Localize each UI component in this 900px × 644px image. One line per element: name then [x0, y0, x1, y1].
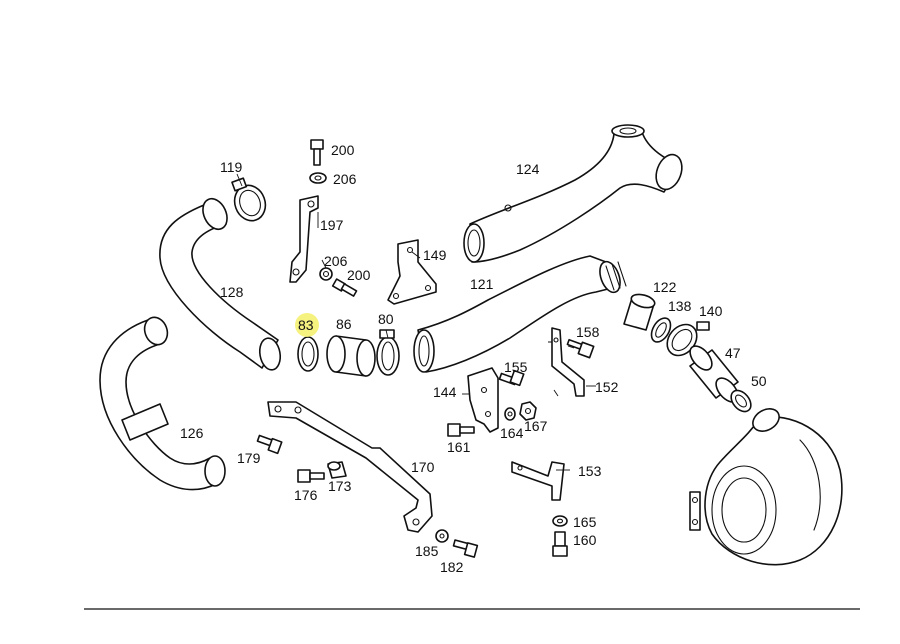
spacer-173[interactable] [327, 461, 347, 479]
label-47[interactable]: 47 [725, 345, 741, 361]
label-119[interactable]: 119 [220, 159, 243, 175]
label-80[interactable]: 80 [378, 311, 394, 327]
hose-126[interactable] [99, 314, 226, 491]
label-124[interactable]: 124 [516, 161, 540, 177]
label-165[interactable]: 165 [573, 514, 597, 530]
bolt-200-top[interactable] [310, 139, 324, 166]
bolt-200-mid[interactable] [331, 278, 358, 297]
label-152[interactable]: 152 [595, 379, 619, 395]
label-173[interactable]: 173 [328, 478, 352, 494]
washer-206-mid[interactable] [319, 267, 333, 281]
bolt-160[interactable] [552, 531, 568, 557]
leader-lines [236, 173, 596, 471]
sleeve-86[interactable] [326, 335, 376, 377]
label-83[interactable]: 83 [298, 317, 314, 333]
bracket-144[interactable] [467, 367, 499, 433]
label-167[interactable]: 167 [524, 418, 548, 434]
label-206[interactable]: 206 [333, 171, 357, 187]
label-122[interactable]: 122 [653, 279, 677, 295]
washer-164[interactable] [504, 407, 516, 421]
bolt-179[interactable] [256, 434, 283, 455]
label-158[interactable]: 158 [576, 324, 600, 340]
label-153[interactable]: 153 [578, 463, 602, 479]
clamp-119[interactable] [230, 177, 271, 225]
label-138[interactable]: 138 [668, 298, 692, 314]
label-86[interactable]: 86 [336, 316, 352, 332]
label-170[interactable]: 170 [411, 459, 435, 475]
ring-83[interactable] [297, 336, 319, 372]
label-160[interactable]: 160 [573, 532, 597, 548]
label-128[interactable]: 128 [220, 284, 244, 300]
turbocharger[interactable] [689, 404, 843, 566]
ring-50[interactable] [727, 387, 755, 416]
label-144[interactable]: 144 [433, 384, 457, 400]
label-206-b[interactable]: 206 [324, 253, 348, 269]
nut-167[interactable] [519, 401, 537, 421]
label-161[interactable]: 161 [447, 439, 471, 455]
bracket-149[interactable] [387, 239, 437, 305]
label-121[interactable]: 121 [470, 276, 494, 292]
label-197[interactable]: 197 [320, 217, 344, 233]
label-149[interactable]: 149 [423, 247, 447, 263]
hose-128[interactable] [159, 195, 283, 372]
part-labels: 200 206 119 197 206 200 128 83 86 80 149… [180, 142, 767, 575]
label-140[interactable]: 140 [699, 303, 723, 319]
pipe-124[interactable] [463, 124, 686, 263]
bolt-182[interactable] [452, 539, 479, 558]
clamp-140[interactable] [661, 319, 710, 362]
washer-185[interactable] [435, 529, 449, 543]
sleeve-122[interactable] [623, 292, 656, 331]
label-50[interactable]: 50 [751, 373, 767, 389]
bolt-158[interactable] [566, 338, 595, 359]
ring-138[interactable] [648, 315, 675, 346]
label-185[interactable]: 185 [415, 543, 439, 559]
pipe-121[interactable] [413, 255, 627, 373]
label-126[interactable]: 126 [180, 425, 204, 441]
label-200-b[interactable]: 200 [347, 267, 371, 283]
washer-165[interactable] [552, 515, 568, 527]
highlight-marker [295, 313, 319, 337]
bolt-176[interactable] [297, 469, 325, 483]
bolt-161[interactable] [447, 423, 475, 437]
label-155[interactable]: 155 [504, 359, 528, 375]
bracket-153[interactable] [511, 461, 565, 501]
label-200[interactable]: 200 [331, 142, 355, 158]
label-176[interactable]: 176 [294, 487, 318, 503]
bolt-155[interactable] [498, 369, 525, 387]
label-164[interactable]: 164 [500, 425, 524, 441]
washer-206-top[interactable] [309, 172, 327, 184]
label-179[interactable]: 179 [237, 450, 261, 466]
label-182[interactable]: 182 [440, 559, 464, 575]
bracket-197[interactable] [289, 195, 319, 283]
bracket-152[interactable] [551, 327, 585, 397]
bracket-170[interactable] [267, 401, 433, 533]
